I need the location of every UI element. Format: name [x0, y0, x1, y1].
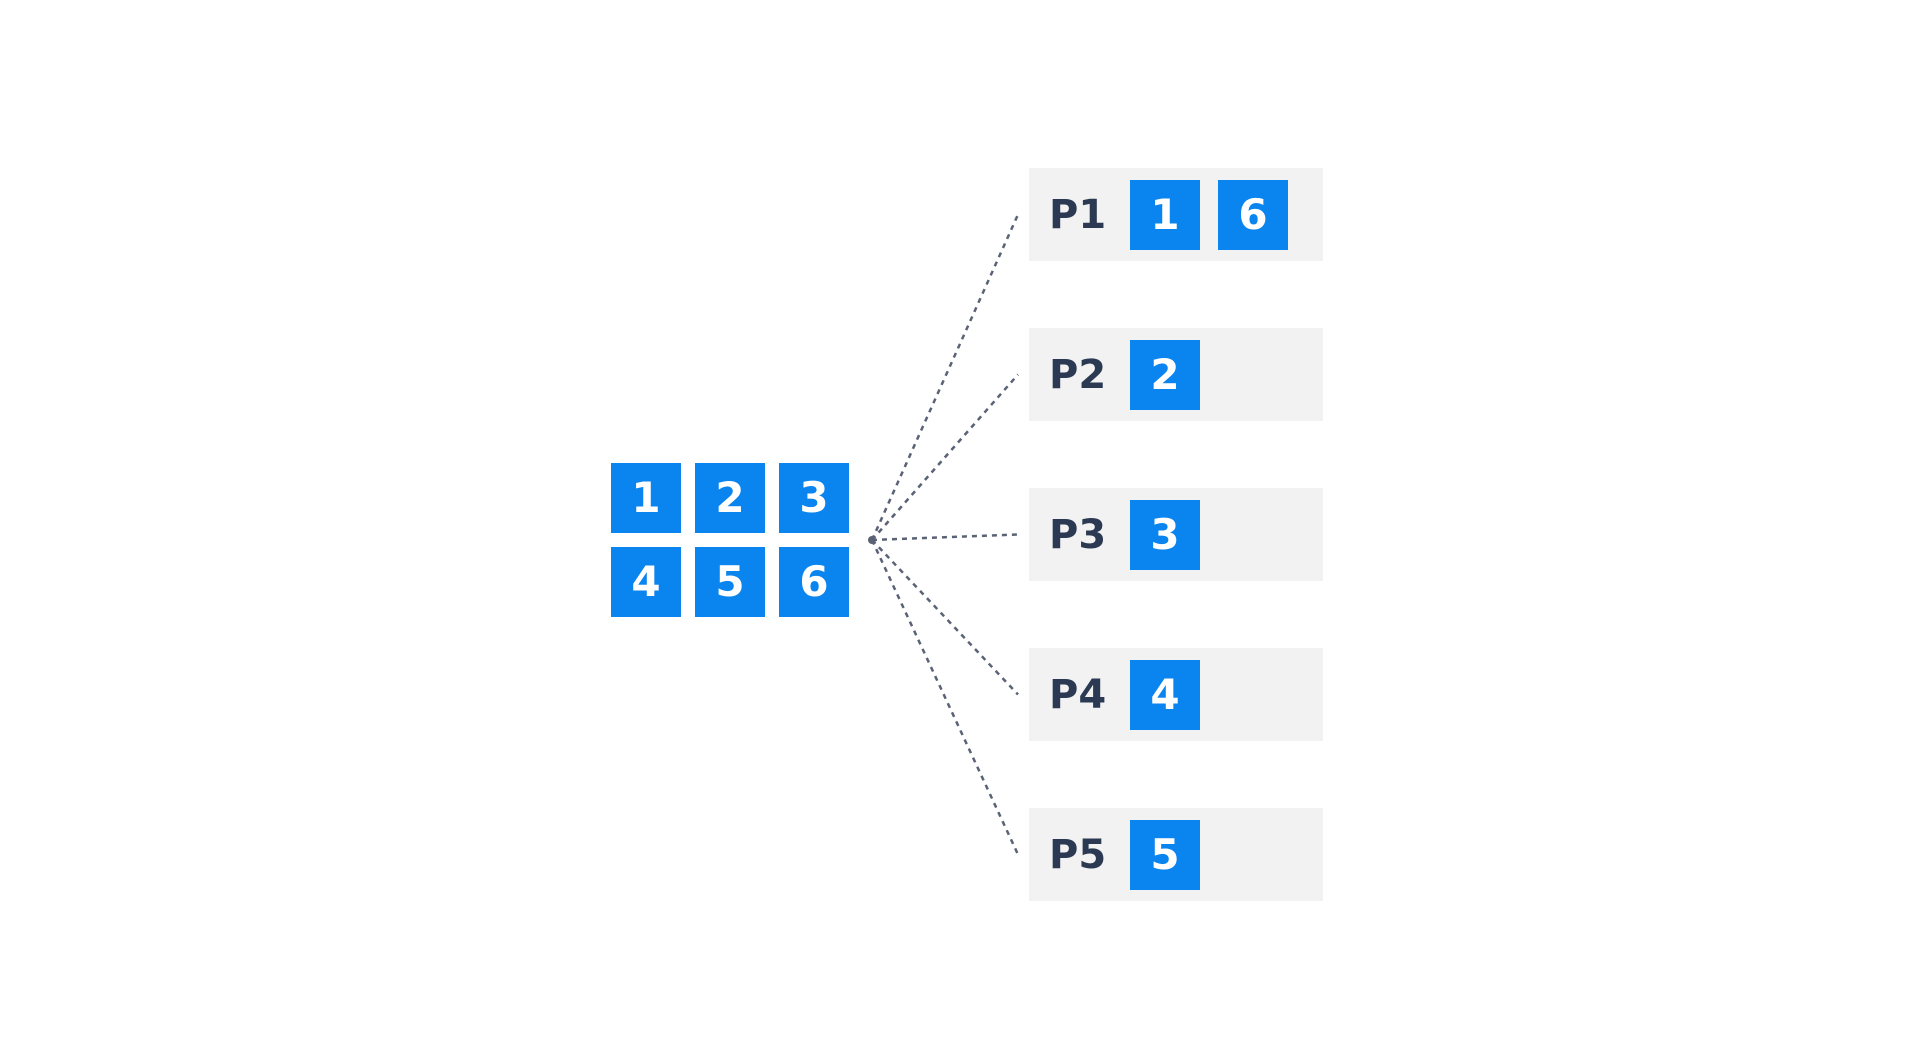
- connector-line: [870, 213, 1020, 541]
- source-tile: 1: [611, 463, 681, 533]
- partition-label: P4: [1049, 671, 1107, 718]
- connector-line: [871, 533, 1019, 542]
- source-tile: 3: [779, 463, 849, 533]
- partition-item-tile: 5: [1130, 820, 1200, 890]
- partition-item-tile: 1: [1130, 180, 1200, 250]
- source-tile: 2: [695, 463, 765, 533]
- partition-label: P5: [1049, 831, 1107, 878]
- partition-label: P1: [1049, 191, 1107, 238]
- source-tile: 5: [695, 547, 765, 617]
- partition-item-tile: 2: [1130, 340, 1200, 410]
- partition-item-tile: 3: [1130, 500, 1200, 570]
- connector-line: [871, 539, 1019, 696]
- source-tile: 4: [611, 547, 681, 617]
- connector-line: [870, 539, 1020, 856]
- partition-item-tile: 4: [1130, 660, 1200, 730]
- partition-label: P3: [1049, 511, 1107, 558]
- hub-dot: [868, 536, 876, 544]
- connector-line: [871, 373, 1019, 541]
- partition-label: P2: [1049, 351, 1107, 398]
- partition-item-tile: 6: [1218, 180, 1288, 250]
- source-tile: 6: [779, 547, 849, 617]
